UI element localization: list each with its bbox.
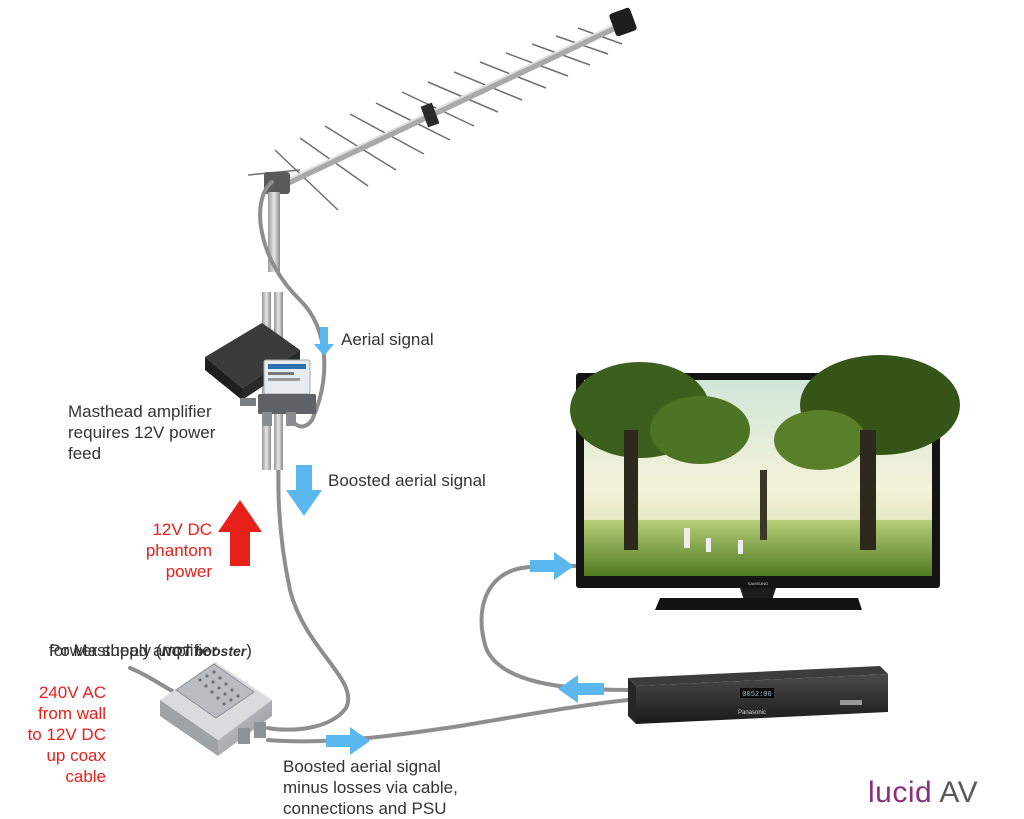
lucid-av-logo: lucid AV [868, 776, 978, 810]
aerial-end-cap [609, 7, 637, 37]
boosted-signal-label: Boosted aerial signal [328, 471, 486, 490]
aerial-signal-label: Aerial signal [341, 330, 434, 349]
tv-screen-figures [684, 528, 743, 554]
recorder-box: 0052:00 Panasonic [628, 666, 888, 724]
psu-label-emphasis: NOT booster [161, 643, 247, 659]
arrow-boosted-signal [286, 465, 322, 516]
arrow-phantom-power [218, 500, 262, 566]
tv-stand-base [655, 598, 862, 610]
signal-arrows [286, 327, 604, 755]
aerial-antenna [247, 7, 637, 272]
tv-stand-neck [740, 588, 776, 600]
aerial-bracket [264, 172, 290, 194]
arrow-to-recorder [326, 727, 370, 755]
tv-screen-trees [570, 355, 960, 550]
arrow-aerial-signal [314, 327, 334, 356]
power-supply-unit [160, 662, 272, 756]
aerial-boom [268, 20, 626, 194]
cable-amp-to-psu [266, 416, 351, 732]
logo-part-lucid: lucid [868, 776, 933, 809]
ac-input-label: 240V AC from wall to 12V DC up coax cabl… [27, 683, 106, 786]
recorder-display: 0052:00 [742, 691, 771, 699]
arrow-into-tv [530, 552, 574, 580]
psu-label-suffix: ) [246, 641, 252, 660]
psu-label-line2: for Masthead amplifier [49, 641, 218, 660]
arrow-recorder-out [558, 675, 604, 703]
masthead-amplifier [205, 323, 316, 426]
television: SAMSUNG [570, 355, 960, 610]
recorder-brand-label: Panasonic [738, 710, 766, 716]
logo-part-av: AV [932, 776, 979, 809]
psu-label-prefix: Power supply ( [49, 641, 162, 660]
masthead-amplifier-label: Masthead amplifier requires 12V power fe… [68, 402, 216, 463]
cable-aerial-to-amp [258, 180, 327, 429]
psu-label: Power supply (NOT booster) [49, 619, 252, 662]
psu-vents [198, 670, 240, 706]
boosted-minus-losses-label: Boosted aerial signal minus losses via c… [283, 757, 458, 818]
tv-brand-label: SAMSUNG [748, 581, 768, 586]
aerial-dipole-box [420, 102, 440, 128]
cable-psu-to-recorder [266, 698, 630, 744]
aerial-mast-stub [268, 192, 280, 272]
phantom-power-label: 12V DC phantom power [145, 520, 212, 581]
